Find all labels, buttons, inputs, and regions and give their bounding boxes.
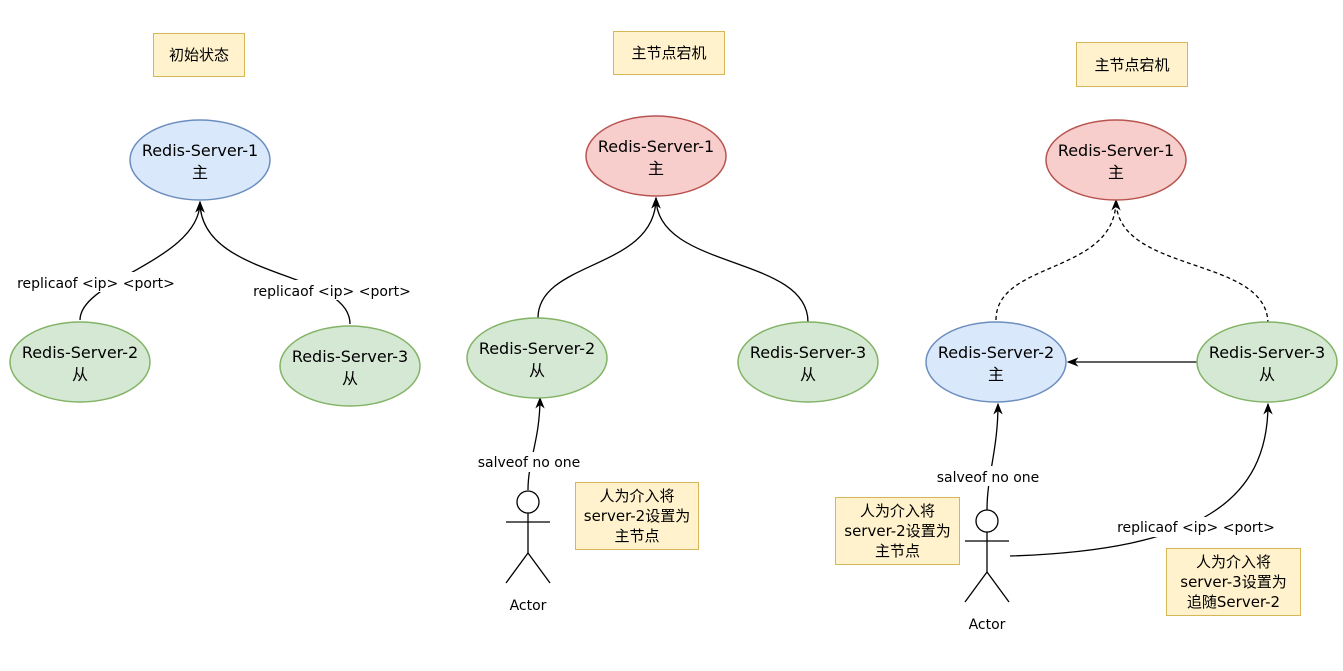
- note-line: 主节点: [614, 527, 660, 545]
- node-redis-server-3[interactable]: Redis-Server-3 从: [279, 325, 421, 407]
- note-set-server3-follow: 人为介入将 server-3设置为 追随Server-2: [1166, 548, 1301, 616]
- note-line: 人为介入将: [599, 487, 675, 505]
- node-role: 从: [529, 361, 545, 380]
- edge-server3-to-server1: [195, 200, 351, 325]
- note-line: server-2设置为: [583, 507, 691, 525]
- node-name: Redis-Server-3: [1209, 343, 1325, 362]
- node-redis-server-3[interactable]: Redis-Server-3 从: [1196, 321, 1338, 403]
- node-name: Redis-Server-2: [479, 339, 595, 358]
- note-set-server2-master: 人为介入将 server-2设置为 主节点: [575, 482, 699, 550]
- title-text: 主节点宕机: [1094, 55, 1170, 74]
- note-line: 人为介入将: [859, 502, 935, 520]
- edge-server3-to-server1-dashed: [1115, 199, 1269, 325]
- panel-master-down: salveof no one Redis-Server-1 主 Redis-Se…: [466, 115, 879, 614]
- node-role: 主: [988, 365, 1004, 384]
- node-role: 从: [1259, 365, 1275, 384]
- note-line: 主节点: [874, 542, 920, 560]
- node-name: Redis-Server-1: [1058, 141, 1174, 160]
- title-text: 主节点宕机: [631, 44, 707, 62]
- note-line: 追随Server-2: [1186, 593, 1281, 611]
- node-redis-server-2[interactable]: Redis-Server-2 从: [466, 317, 608, 399]
- node-redis-server-2[interactable]: Redis-Server-2 主: [925, 321, 1067, 403]
- node-name: Redis-Server-3: [750, 343, 866, 362]
- node-role: 主: [192, 163, 208, 182]
- edge-label-replicaof-right: replicaof <ip> <port>: [253, 284, 411, 300]
- node-name: Redis-Server-2: [938, 343, 1054, 362]
- edge-actor-to-server3: [1009, 402, 1273, 557]
- node-redis-server-1[interactable]: Redis-Server-1 主: [1045, 119, 1187, 201]
- edge-label-slaveof-no-one: salveof no one: [478, 455, 581, 471]
- note-set-server2-master: 人为介入将 server-2设置为 主节点: [835, 497, 960, 565]
- note-line: server-3设置为: [1180, 573, 1287, 591]
- node-name: Redis-Server-3: [292, 347, 408, 366]
- node-redis-server-3[interactable]: Redis-Server-3 从: [737, 321, 879, 403]
- note-line: 人为介入将: [1195, 553, 1271, 571]
- edge-label-replicaof-left: replicaof <ip> <port>: [17, 276, 175, 292]
- panel2-title: 主节点宕机: [613, 31, 725, 75]
- edge-server2-to-server1: [537, 196, 661, 319]
- edge-server2-to-server1-dashed: [995, 198, 1121, 321]
- panel-failover: salveof no one replicaof <ip> <port> Red…: [925, 119, 1338, 633]
- edge-actor-to-server2: [527, 396, 545, 491]
- node-role: 从: [800, 365, 816, 384]
- node-name: Redis-Server-1: [142, 141, 258, 160]
- actor-icon[interactable]: [964, 509, 1010, 603]
- node-role: 主: [1108, 163, 1124, 182]
- node-redis-server-2[interactable]: Redis-Server-2 从: [9, 321, 151, 403]
- edge-actor-to-server2: [986, 402, 1003, 511]
- edge-server3-to-server1: [651, 196, 809, 323]
- node-name: Redis-Server-2: [22, 343, 138, 362]
- panel-initial-state: replicaof <ip> <port> replicaof <ip> <po…: [9, 119, 421, 407]
- title-text: 初始状态: [168, 46, 229, 64]
- actor-label: Actor: [510, 598, 547, 614]
- note-line: server-2设置为: [844, 522, 951, 540]
- node-role: 主: [648, 159, 664, 178]
- panel1-title: 初始状态: [153, 33, 245, 77]
- node-role: 从: [342, 369, 358, 388]
- node-redis-server-1[interactable]: Redis-Server-1 主: [129, 119, 271, 201]
- edge-server2-to-server1: [79, 200, 205, 321]
- panel3-title: 主节点宕机: [1076, 42, 1188, 87]
- actor-label: Actor: [969, 617, 1006, 633]
- edge-label-slaveof-no-one: salveof no one: [937, 470, 1040, 486]
- node-name: Redis-Server-1: [598, 137, 714, 156]
- node-redis-server-1[interactable]: Redis-Server-1 主: [585, 115, 727, 197]
- node-role: 从: [72, 365, 88, 384]
- actor-icon[interactable]: [505, 490, 551, 584]
- edge-label-replicaof: replicaof <ip> <port>: [1117, 520, 1275, 536]
